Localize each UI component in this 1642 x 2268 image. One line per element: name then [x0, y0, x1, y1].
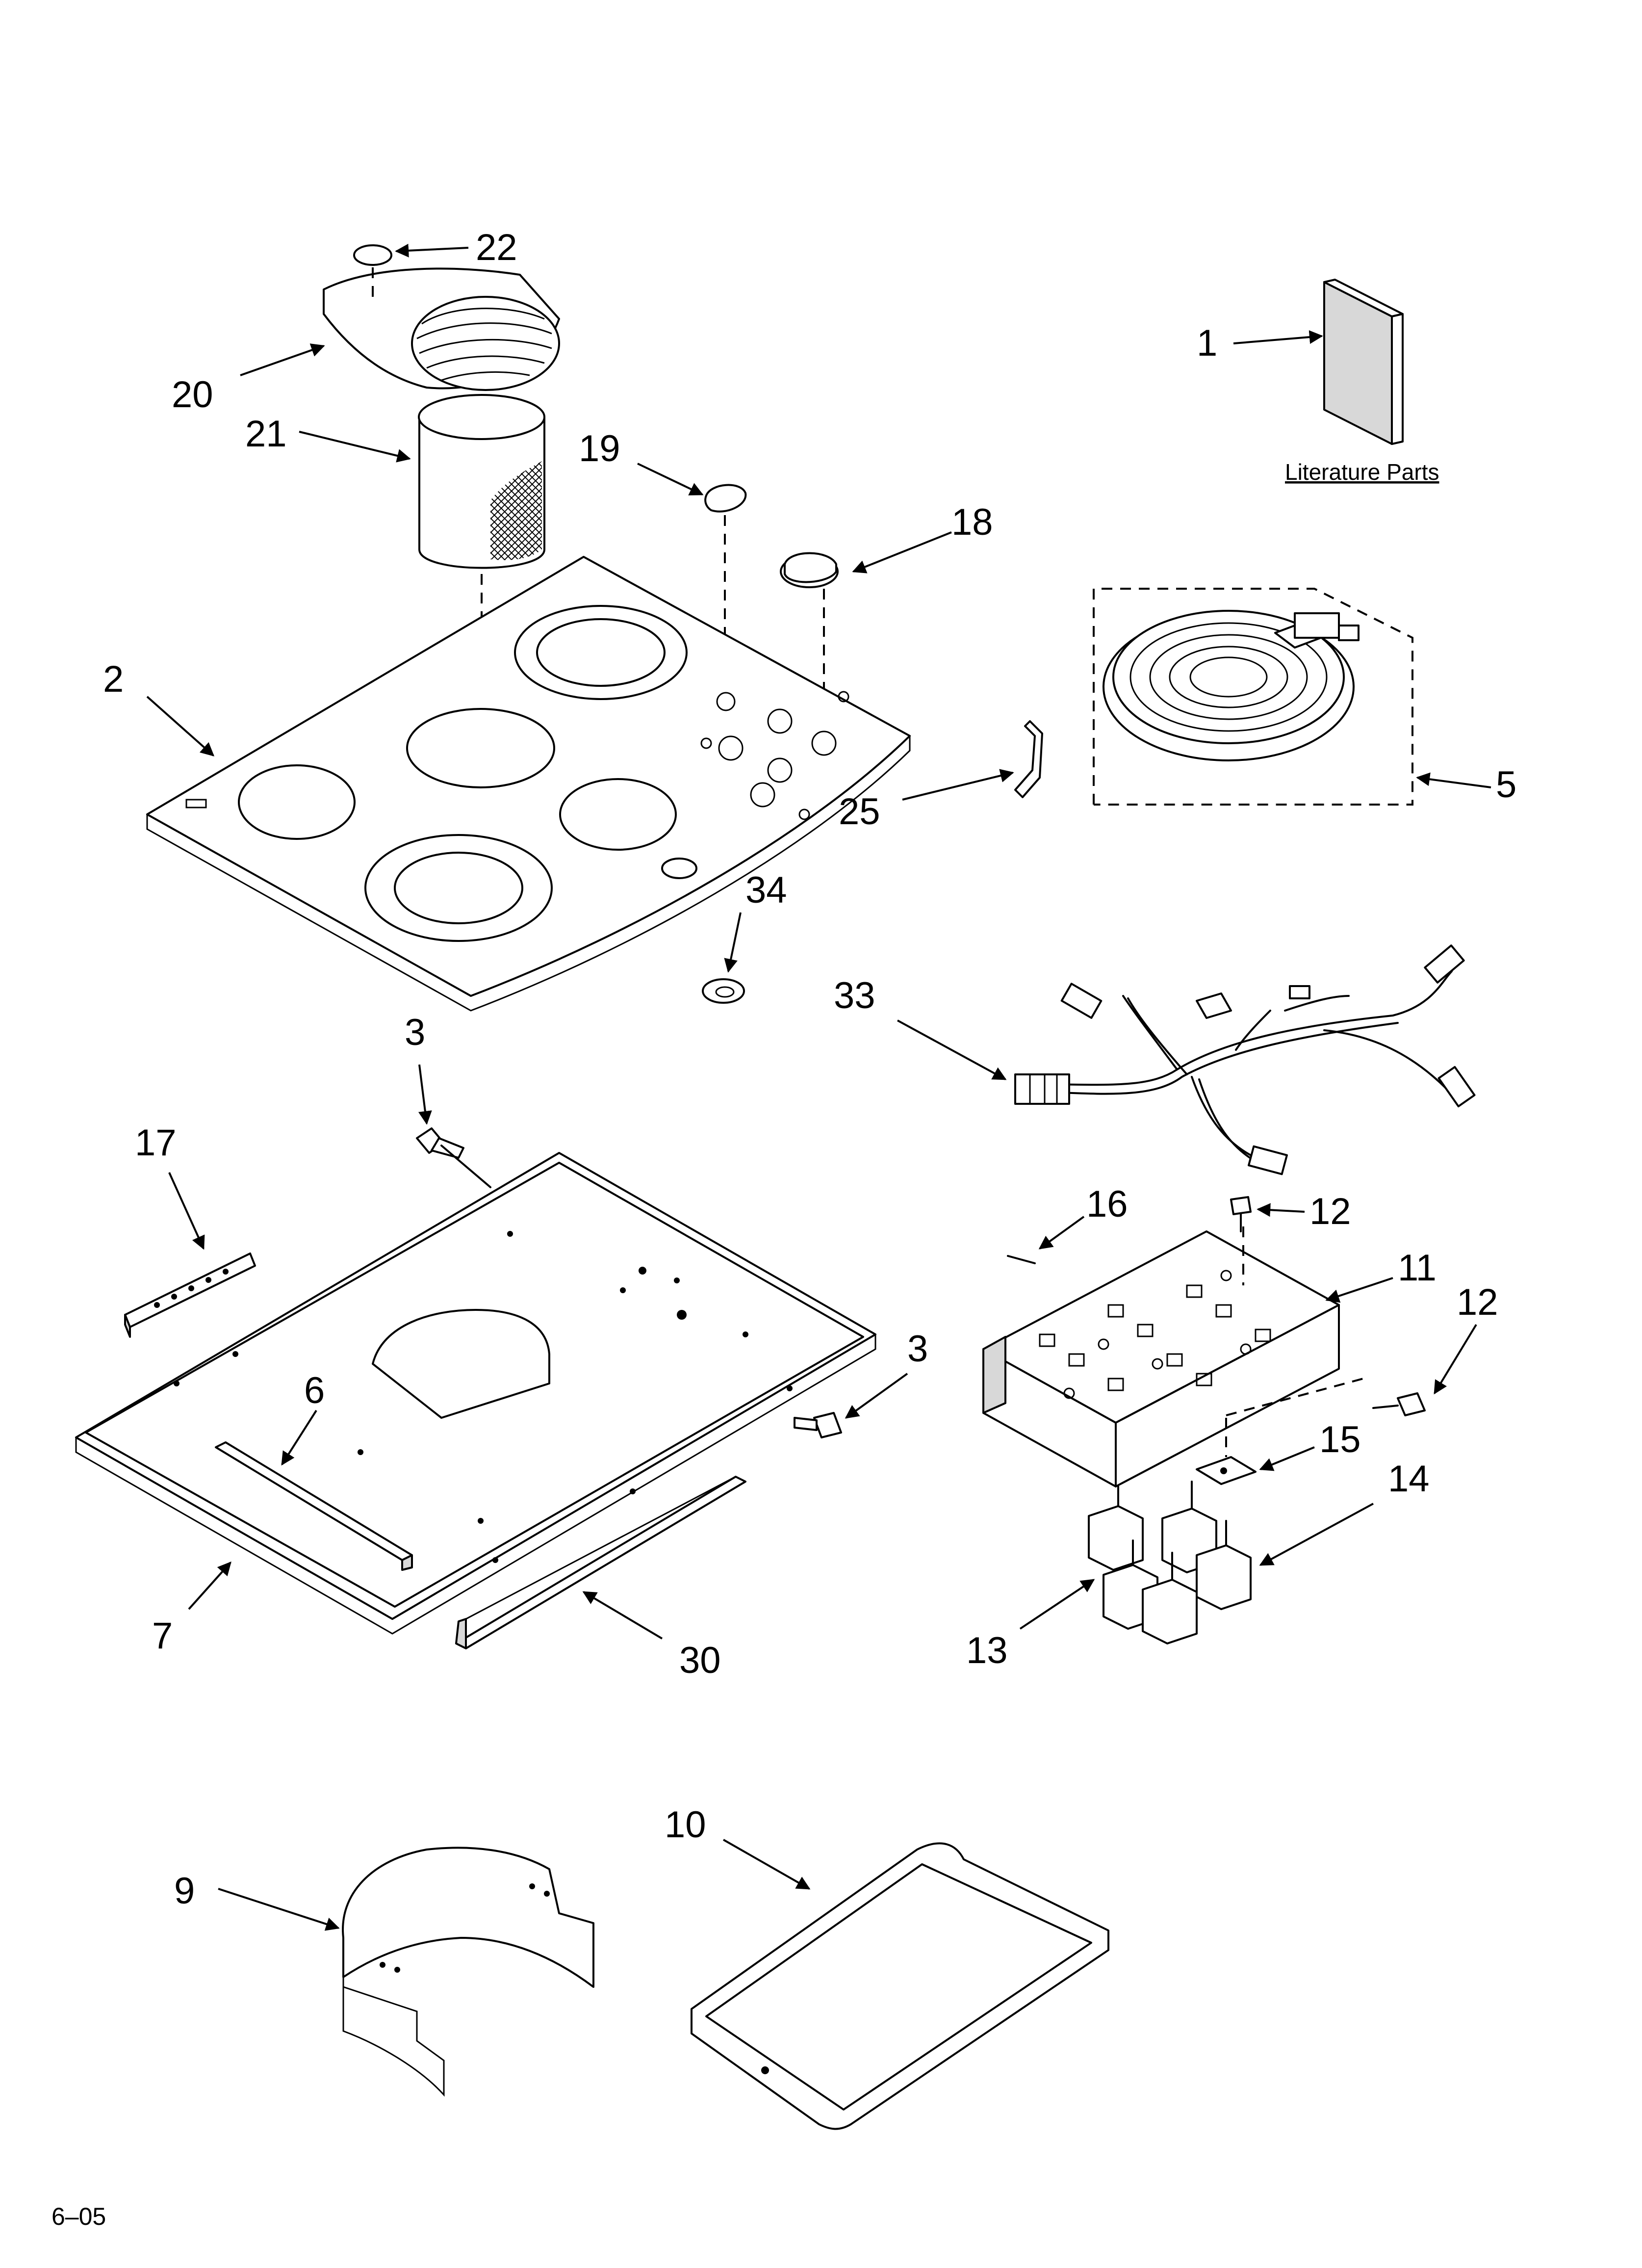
bracket-17: [124, 1252, 256, 1338]
callout-19: 19: [579, 428, 620, 469]
plate-15: [1196, 1456, 1257, 1485]
callout-22: 22: [476, 227, 517, 268]
filter-canister: [418, 394, 545, 746]
vent-grille-cap: [323, 244, 560, 391]
callout-10: 10: [665, 1804, 706, 1846]
literature-booklet: [1323, 279, 1404, 445]
bar-16: [1007, 1255, 1036, 1264]
callout-18: 18: [951, 501, 993, 543]
grommet-34: [702, 978, 745, 1004]
literature-parts-label: Literature Parts: [1285, 459, 1439, 485]
callout-3-upper: 3: [405, 1012, 425, 1053]
callout-11: 11: [1398, 1247, 1437, 1289]
callout-25: 25: [839, 791, 880, 833]
screw-12-lower: [1372, 1392, 1426, 1416]
switch-bracket-11: [982, 1226, 1340, 1487]
callout-1: 1: [1197, 322, 1217, 364]
callout-12-upper: 12: [1309, 1191, 1351, 1232]
callout-15: 15: [1319, 1419, 1361, 1460]
clip-25: [1014, 720, 1043, 798]
callout-2: 2: [103, 658, 124, 700]
footer-code: 6–05: [51, 2203, 106, 2230]
callout-20: 20: [172, 374, 213, 416]
trim-strip-30: [455, 1476, 746, 1649]
screw-3-lower: [794, 1412, 842, 1438]
callout-30: 30: [679, 1640, 721, 1681]
callout-33: 33: [834, 975, 875, 1017]
callout-5: 5: [1496, 764, 1516, 806]
callout-9: 9: [174, 1870, 195, 1912]
callout-7: 7: [152, 1615, 173, 1657]
callout-17: 17: [135, 1122, 177, 1164]
drip-tray-10: [691, 1842, 1109, 2130]
callout-21: 21: [245, 413, 287, 455]
callout-13: 13: [966, 1630, 1008, 1671]
callout-16: 16: [1086, 1183, 1128, 1225]
infinite-switches: [1088, 1481, 1252, 1644]
callout-34: 34: [745, 869, 787, 911]
screw-3-upper: [416, 1127, 464, 1159]
callout-3-lower: 3: [907, 1328, 928, 1370]
callout-6: 6: [304, 1370, 325, 1411]
support-rail-6: [215, 1441, 413, 1571]
screw-12-upper: [1230, 1196, 1252, 1232]
radiant-element: [1093, 588, 1413, 806]
wire-harness: [1014, 944, 1476, 1175]
callout-12-lower: 12: [1457, 1281, 1498, 1323]
cooktop-glass: [146, 556, 911, 1012]
callout-14: 14: [1388, 1458, 1430, 1500]
heat-shield-9: [342, 1847, 594, 2097]
cooktop-chassis: [75, 1145, 876, 1635]
control-knob-graphics: [700, 691, 849, 820]
